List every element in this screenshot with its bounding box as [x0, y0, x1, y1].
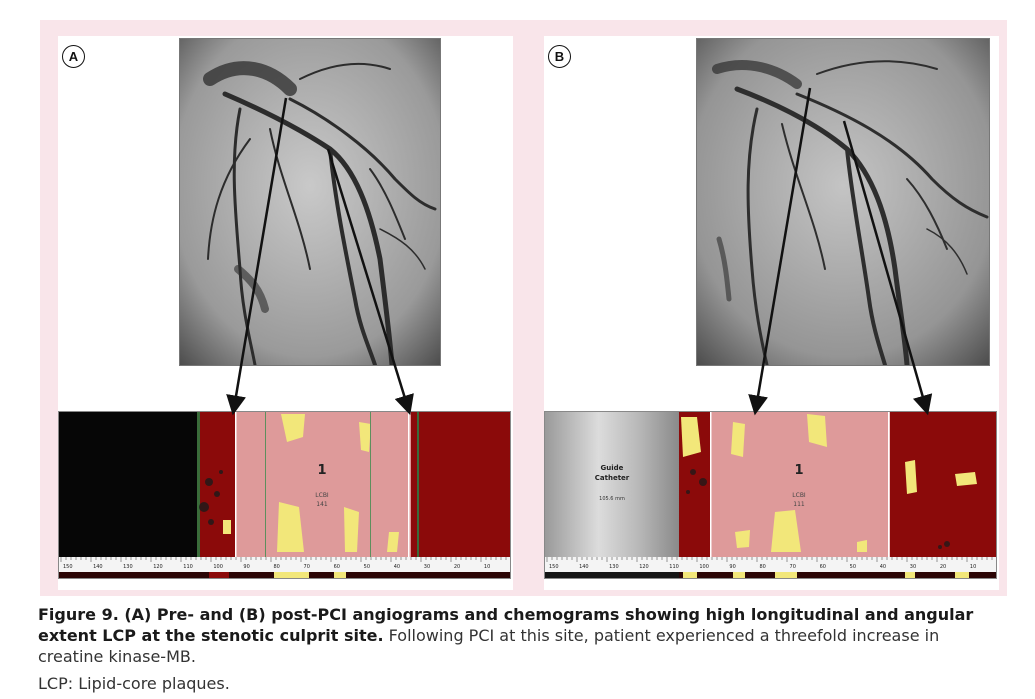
tick-label: 100	[213, 564, 223, 570]
tick-label: 70	[304, 564, 310, 570]
tick-label: 30	[910, 564, 916, 570]
tick-label: 130	[609, 564, 619, 570]
tick-label: 60	[820, 564, 826, 570]
tick-label: 140	[579, 564, 589, 570]
panel-letter-a: A	[62, 45, 85, 68]
caption-title-line2: extent LCP at the stenotic culprit site.	[38, 626, 384, 645]
figure-frame: A	[40, 20, 1007, 596]
tick-label: 50	[364, 564, 370, 570]
chemogram-pre-pci: 1 LCBI 141 150 140 130 120 110 100 90 80 70 60 50 4…	[58, 411, 511, 579]
segment-number-a: 1	[317, 463, 326, 478]
tick-labels-b: 150 140 130 120 110 100 90 80 70 60 50 40 30 20 10	[546, 557, 993, 570]
guide-label-line2: Catheter	[595, 474, 630, 482]
chemogram-post-pci: Guide Catheter 105.6 mm 1 LCBI 111 150 14…	[544, 411, 997, 579]
tick-label: 80	[759, 564, 765, 570]
tick-label: 130	[123, 564, 133, 570]
tick-label: 120	[153, 564, 163, 570]
tick-label: 150	[63, 564, 73, 570]
caption-body-line3: creatine kinase-MB.	[38, 647, 196, 666]
tick-label: 80	[273, 564, 279, 570]
tick-label: 50	[850, 564, 856, 570]
tick-label: 10	[970, 564, 976, 570]
panel-b: B	[544, 36, 999, 590]
tick-label: 120	[639, 564, 649, 570]
tick-label: 40	[394, 564, 400, 570]
tick-label: 10	[484, 564, 490, 570]
caption-title-line1: Figure 9. (A) Pre- and (B) post-PCI angi…	[38, 605, 974, 624]
tick-label: 90	[243, 564, 249, 570]
block-value-b: 111	[793, 501, 805, 508]
tick-label: 140	[93, 564, 103, 570]
tick-label: 70	[790, 564, 796, 570]
tick-labels-a: 150 140 130 120 110 100 90 80 70 60 50 40 30 20 10	[60, 557, 507, 570]
tick-label: 40	[880, 564, 886, 570]
tick-label: 60	[334, 564, 340, 570]
caption-body-line2: Following PCI at this site, patient expe…	[383, 626, 940, 645]
tick-label: 100	[699, 564, 709, 570]
panel-a: A	[58, 36, 513, 590]
guide-value: 105.6 mm	[599, 496, 625, 502]
tick-label: 110	[183, 564, 193, 570]
tick-label: 20	[940, 564, 946, 570]
panel-letter-b: B	[548, 45, 571, 68]
tick-label: 150	[549, 564, 559, 570]
figure-caption: Figure 9. (A) Pre- and (B) post-PCI angi…	[38, 604, 998, 667]
segment-number-b: 1	[794, 463, 803, 478]
tick-label: 90	[729, 564, 735, 570]
block-label-b: LCBI	[792, 492, 806, 499]
tick-label: 30	[424, 564, 430, 570]
angiogram-pre-pci	[179, 38, 441, 366]
angiogram-post-pci	[696, 38, 990, 366]
caption-abbreviation: LCP: Lipid-core plaques.	[38, 674, 230, 693]
tick-label: 20	[454, 564, 460, 570]
tick-label: 110	[669, 564, 679, 570]
block-label-a: LCBI	[315, 492, 329, 499]
block-value-a: 141	[316, 501, 328, 508]
guide-label-line1: Guide	[601, 464, 624, 472]
